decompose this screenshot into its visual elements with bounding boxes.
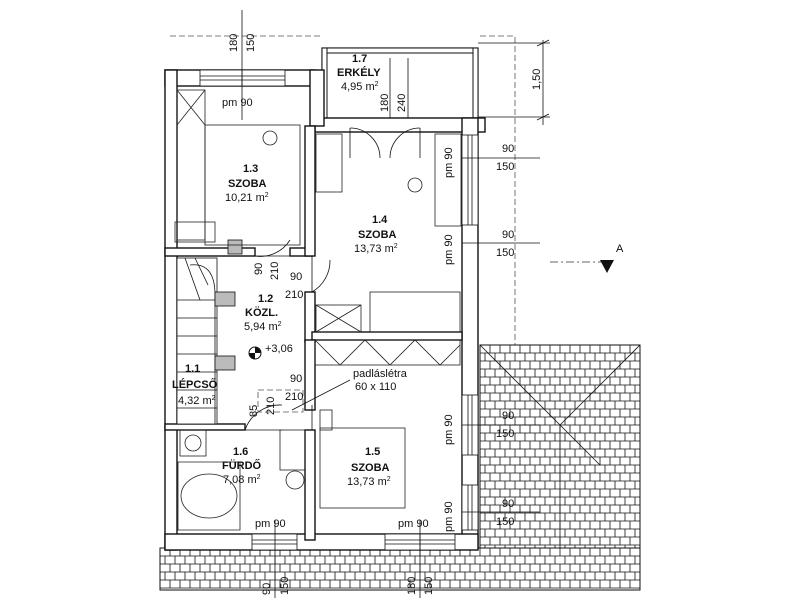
room-area: 10,21 m2 [225, 192, 269, 204]
staircase [176, 239, 243, 425]
room-number: 1.6 [233, 446, 248, 458]
room-area: 5,94 m2 [244, 321, 282, 333]
room-name: SZOBA [351, 462, 390, 474]
dim-sill-r13: pm 90 [222, 97, 253, 109]
room-name: SZOBA [228, 178, 267, 190]
room-label-1-2: 1.2 KÖZL. 5,94 m2 [244, 293, 282, 333]
dim-top-150: 150 [245, 34, 257, 52]
dim-sill-r14a: pm 90 [443, 147, 455, 178]
dim-d13-210: 210 [269, 262, 281, 280]
dim-w4-150: 150 [496, 516, 514, 528]
room-label-1-1: 1.1 LÉPCSŐ 4,32 m2 [172, 363, 218, 407]
room-number: 1.2 [258, 293, 273, 305]
dim-w1-150: 150 [496, 161, 514, 173]
dim-sill-r15c: pm 90 [398, 518, 429, 530]
section-marker-a: A [550, 243, 624, 273]
dim-w4-90: 90 [502, 498, 514, 510]
dim-b2-150: 150 [423, 577, 435, 595]
dim-d13-90: 90 [253, 263, 265, 275]
room-number: 1.1 [185, 363, 200, 375]
dim-sill-r14b: pm 90 [443, 234, 455, 265]
room-name: KÖZL. [245, 306, 278, 319]
furniture-room-1-5 [314, 339, 461, 509]
room-area: 7,08 m2 [223, 474, 261, 486]
dim-d16-210v: 210 [265, 397, 277, 415]
roof-tiles-bottom [159, 547, 641, 591]
dim-d16-210: 210 [285, 391, 303, 403]
attic-leader [291, 379, 351, 411]
dim-balc-240: 240 [396, 94, 408, 112]
dim-w2-150: 150 [496, 247, 514, 259]
furniture-bathroom [177, 429, 306, 531]
attic-hatch [257, 389, 304, 413]
room-name: ERKÉLY [337, 66, 381, 79]
dim-w3-90: 90 [502, 410, 514, 422]
windows [199, 69, 479, 551]
room-label-1-7: 1.7 ERKÉLY 4,95 m2 [337, 53, 381, 93]
room-name: SZOBA [358, 229, 397, 241]
dim-b1-150: 150 [279, 577, 291, 595]
dim-right-150: 1,50 [531, 69, 543, 90]
room-number: 1.4 [372, 214, 388, 226]
dim-b1-90: 90 [261, 583, 273, 595]
room-area: 13,73 m2 [347, 476, 391, 488]
room-name: FÜRDŐ [222, 459, 262, 472]
room-label-1-3: 1.3 SZOBA 10,21 m2 [225, 163, 269, 204]
dimensions: 180 150 pm 90 180 240 1,50 90 150 pm 90 … [222, 10, 550, 598]
room-name: LÉPCSŐ [172, 378, 218, 391]
dim-sill-r15a: pm 90 [443, 414, 455, 445]
dim-d14-90: 90 [290, 271, 302, 283]
room-number: 1.7 [352, 53, 367, 65]
room-label-1-4: 1.4 SZOBA 13,73 m2 [354, 214, 398, 255]
section-label: A [616, 243, 624, 255]
room-area: 4,32 m2 [178, 395, 216, 407]
dim-balc-180: 180 [379, 94, 391, 112]
dim-d14-210: 210 [285, 289, 303, 301]
roof-outline [170, 35, 516, 345]
dim-top-180: 180 [228, 34, 240, 52]
room-label-1-6: 1.6 FÜRDŐ 7,08 m2 [222, 446, 262, 486]
dim-w1-90: 90 [502, 143, 514, 155]
dim-d16-85: 85 [248, 405, 260, 417]
furniture-room-1-4 [315, 133, 462, 333]
room-area: 13,73 m2 [354, 243, 398, 255]
room-label-1-5: 1.5 SZOBA 13,73 m2 [347, 446, 391, 488]
room-number: 1.5 [365, 446, 380, 458]
dim-d16-90: 90 [290, 373, 302, 385]
dim-b2-180: 180 [406, 577, 418, 595]
dim-w3-150: 150 [496, 428, 514, 440]
furniture-room-1-3 [174, 89, 301, 246]
level-marker: +3,06 [248, 343, 293, 360]
level-value: +3,06 [265, 343, 293, 355]
room-area: 4,95 m2 [341, 81, 379, 93]
dim-w2-90: 90 [502, 229, 514, 241]
room-number: 1.3 [243, 163, 258, 175]
dim-sill-r15b: pm 90 [443, 501, 455, 532]
dim-sill-r16: pm 90 [255, 518, 286, 530]
doors [244, 127, 421, 431]
attic-size: 60 x 110 [355, 381, 396, 393]
attic-label: padláslétra [353, 368, 408, 380]
